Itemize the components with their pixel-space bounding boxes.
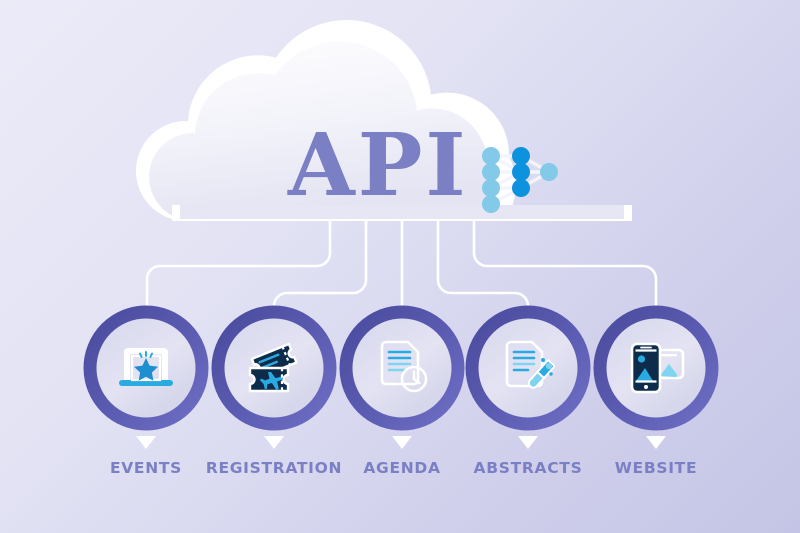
api-cloud xyxy=(135,19,632,221)
connector-to-abstracts xyxy=(436,219,530,310)
connector-to-website xyxy=(472,219,658,310)
arrow-registration xyxy=(264,436,284,449)
node-agenda[interactable] xyxy=(339,305,465,431)
arrow-abstracts xyxy=(518,436,538,449)
arrow-agenda xyxy=(392,436,412,449)
connector-to-events xyxy=(145,219,332,310)
cloud-body xyxy=(149,41,492,219)
label-registration: REGISTRATION xyxy=(205,459,343,477)
label-events: EVENTS xyxy=(109,459,183,477)
node-abstracts[interactable] xyxy=(465,305,591,431)
arrow-website xyxy=(646,436,666,449)
neural-network-dots-icon xyxy=(482,147,558,213)
node-circles xyxy=(83,305,719,431)
connector-lines xyxy=(145,219,658,310)
label-agenda: AGENDA xyxy=(363,459,441,477)
connector-to-registration xyxy=(272,219,368,310)
label-website: WEBSITE xyxy=(614,459,698,477)
node-website[interactable] xyxy=(593,305,719,431)
node-arrows xyxy=(136,436,666,449)
label-abstracts: ABSTRACTS xyxy=(473,459,583,477)
arrow-events xyxy=(136,436,156,449)
api-title: API xyxy=(287,115,469,216)
node-events[interactable] xyxy=(83,305,209,431)
node-registration[interactable] xyxy=(211,305,337,431)
cloud-base xyxy=(180,205,624,219)
